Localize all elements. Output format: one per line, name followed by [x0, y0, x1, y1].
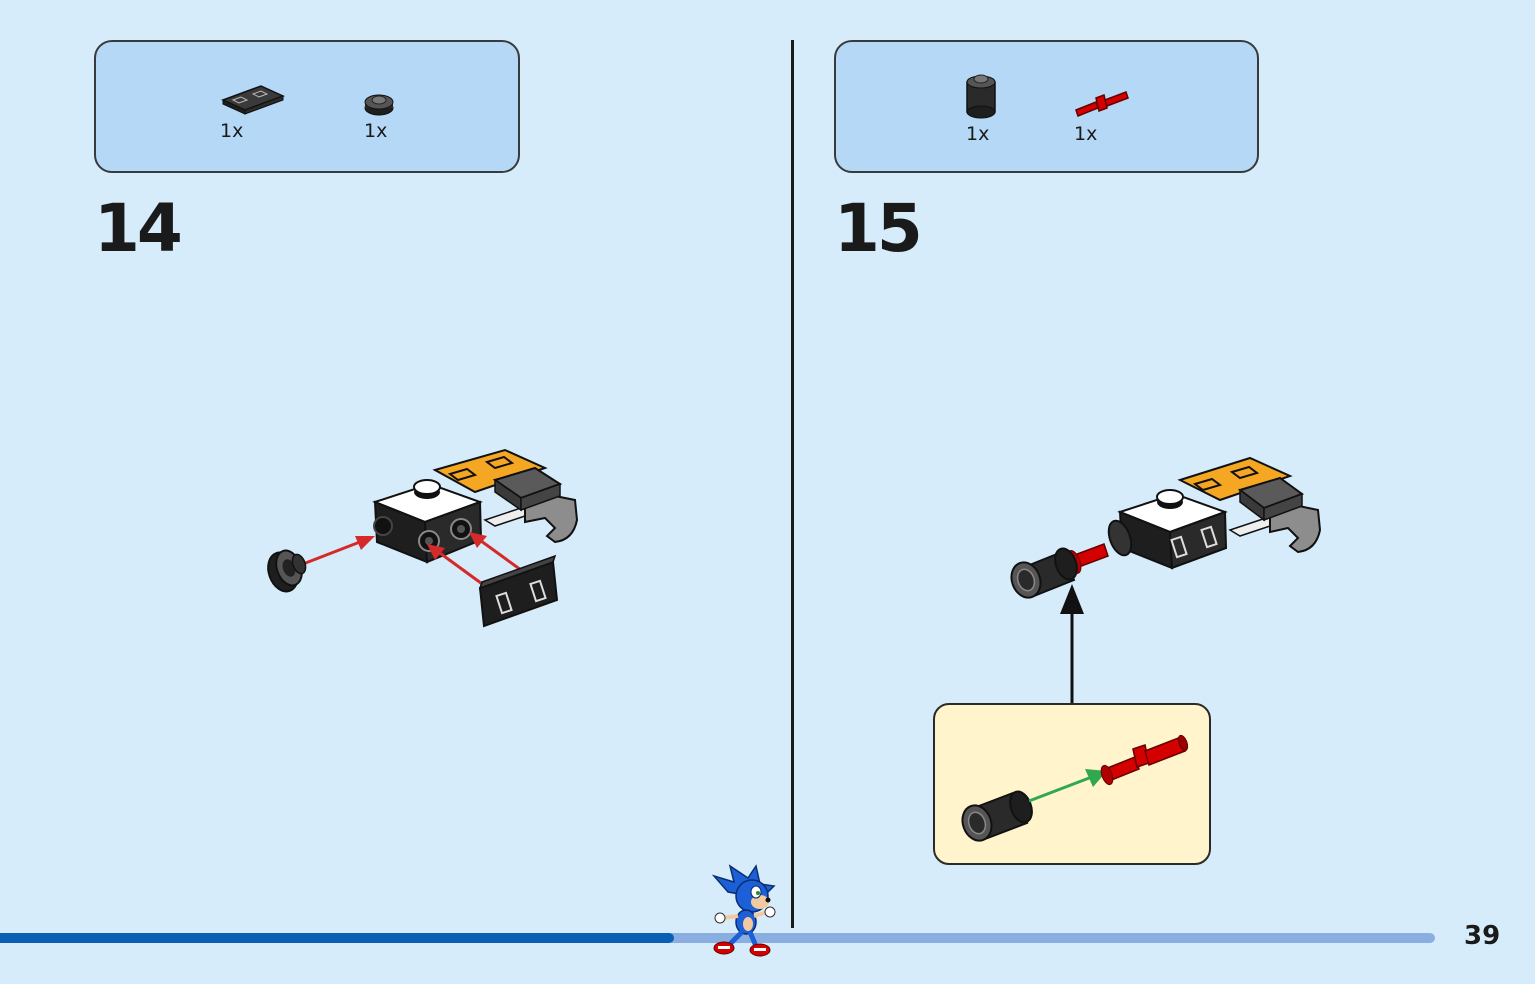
part-qty: 1x [364, 120, 388, 142]
black-round-plate-1x1-icon [364, 94, 394, 116]
sonic-character-icon [711, 864, 776, 957]
black-tile-2x1-icon [221, 85, 285, 115]
parts-list-step-14: 1x 1x [94, 40, 520, 173]
black-round-brick-1x1-icon [966, 74, 996, 119]
parts-list-step-15: 1x 1x [834, 40, 1259, 173]
part-qty: 1x [220, 120, 244, 142]
progress-bar-completed [0, 933, 674, 943]
page-number: 39 [1464, 921, 1501, 951]
sub-assembly-callout [933, 703, 1211, 865]
part-qty: 1x [1074, 123, 1098, 145]
step-number: 14 [94, 190, 183, 267]
step-14-build-illustration [267, 448, 579, 628]
step-15-build-illustration [1010, 456, 1322, 704]
part-qty: 1x [966, 123, 990, 145]
page-divider [791, 40, 794, 928]
step-number: 15 [834, 190, 923, 267]
sub-assembly-illustration [961, 734, 1189, 842]
progress-bar-remaining [664, 933, 1435, 943]
red-pin-connector-icon [1075, 91, 1129, 117]
